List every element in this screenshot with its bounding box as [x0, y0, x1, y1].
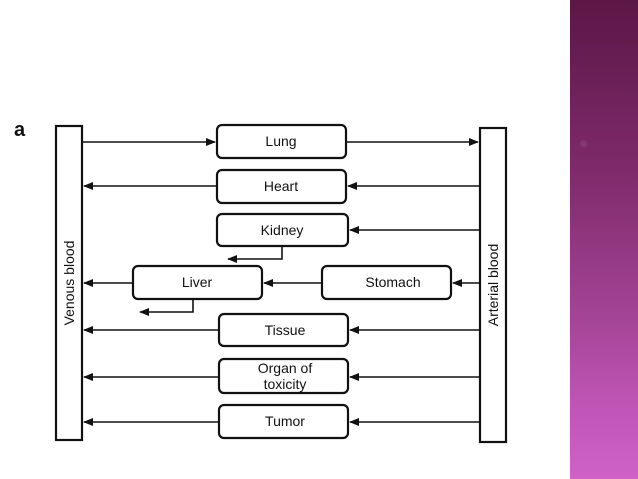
kidney-box: Kidney [215, 212, 350, 248]
lung-box: Lung [215, 123, 348, 160]
kidney-label: Kidney [261, 222, 304, 238]
stomach-box: Stomach [320, 264, 453, 301]
tissue-box: Tissue [217, 312, 350, 348]
arrow-kidney-to-liver [227, 246, 283, 263]
arterial-blood-label: Arterial blood [485, 244, 501, 327]
arterial-blood-bar: Arterial blood [478, 126, 508, 444]
tissue-label: Tissue [265, 322, 306, 338]
arrow-liver-outflow [139, 299, 194, 316]
heart-box: Heart [215, 168, 348, 205]
organ-of-toxicity-label-line2: toxicity [264, 376, 307, 392]
liver-label: Liver [182, 274, 213, 290]
organ-of-toxicity-label-line1: Organ of [258, 360, 313, 376]
tumor-box: Tumor [217, 403, 350, 440]
stomach-label: Stomach [365, 274, 420, 290]
decorative-side-panel [570, 0, 638, 479]
heart-label: Heart [264, 178, 298, 194]
tumor-label: Tumor [265, 413, 305, 429]
liver-box: Liver [131, 264, 264, 301]
organ-of-toxicity-box: Organ of toxicity [217, 357, 350, 395]
venous-blood-bar: Venous blood [54, 124, 84, 442]
venous-blood-label: Venous blood [61, 241, 77, 326]
panel-letter: a [14, 119, 26, 141]
lung-label: Lung [265, 133, 296, 149]
